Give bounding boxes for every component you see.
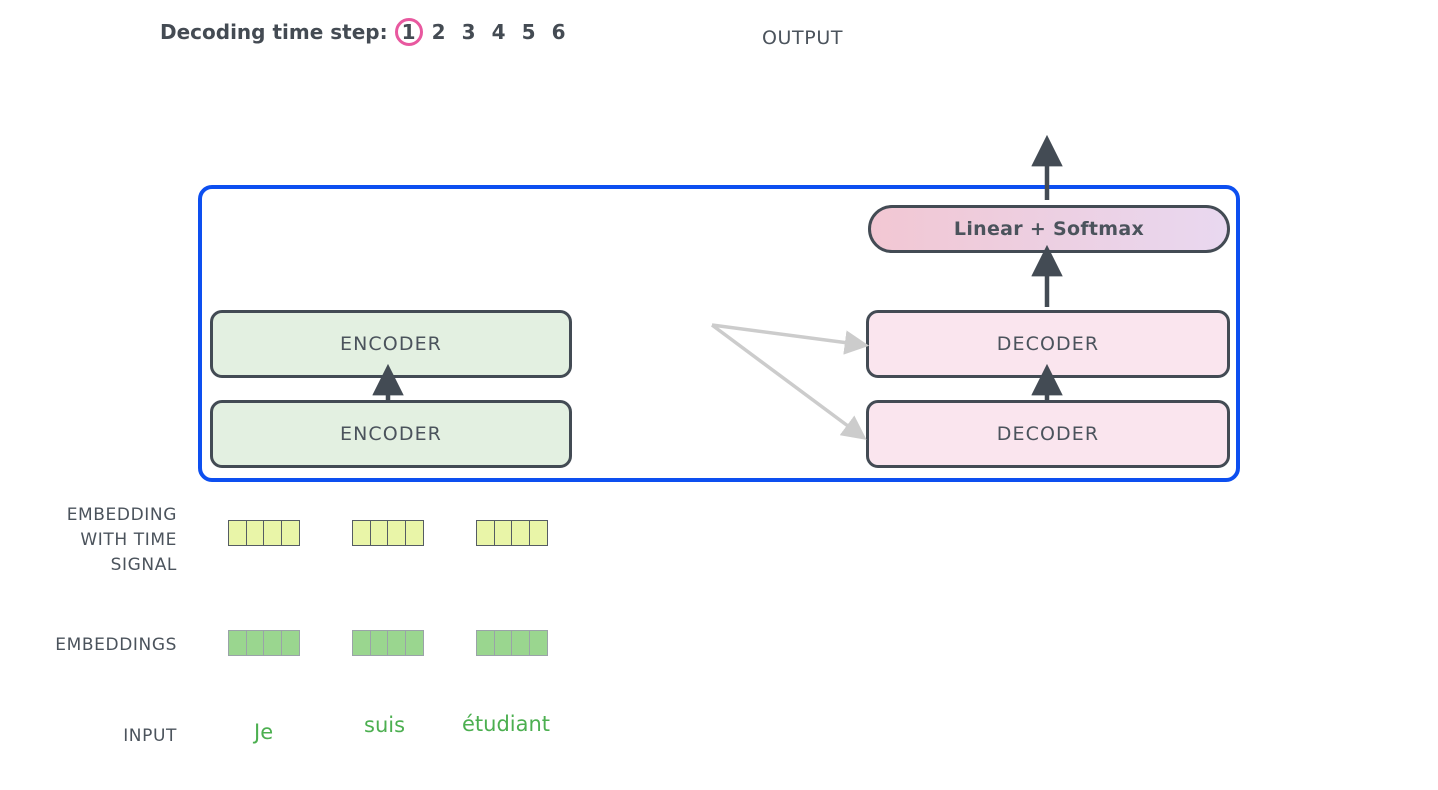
- embedding-with-time-signal-line-3: SIGNAL: [110, 555, 177, 575]
- embedding-cell: [245, 630, 265, 656]
- time-signal-cell: [352, 520, 371, 546]
- time-signal-cell: [387, 520, 406, 546]
- time-signal-cell: [228, 520, 247, 546]
- time-signal-cell: [263, 520, 282, 546]
- embedding-cell: [352, 630, 371, 656]
- embedding-cell: [280, 630, 300, 656]
- input-label: INPUT: [123, 726, 177, 746]
- time-signal-cell: [511, 520, 530, 546]
- timestep-6[interactable]: 6: [551, 20, 566, 44]
- output-label: OUTPUT: [762, 27, 844, 49]
- timestep-2[interactable]: 2: [431, 20, 446, 44]
- timestep-5[interactable]: 5: [521, 20, 536, 44]
- decoding-time-step-label: Decoding time step:: [160, 20, 388, 44]
- timestep-3[interactable]: 3: [461, 20, 476, 44]
- time-signal-cell: [245, 520, 265, 546]
- timestep-1[interactable]: 1: [394, 18, 424, 46]
- time-signal-cell: [493, 520, 513, 546]
- timestep-4[interactable]: 4: [491, 20, 506, 44]
- embedding-with-time-signal-label: EMBEDDING WITH TIME SIGNAL: [0, 503, 177, 578]
- decoder-block-top[interactable]: DECODER: [866, 310, 1230, 378]
- embedding-vector-0: [228, 630, 300, 656]
- embedding-vector-2: [476, 630, 548, 656]
- decoder-block-bottom[interactable]: DECODER: [866, 400, 1230, 468]
- embedding-cell: [528, 630, 548, 656]
- time-signal-cell: [404, 520, 424, 546]
- decoding-time-step-header: Decoding time step: 1 2 3 4 5 6: [160, 18, 574, 46]
- time-signal-vector-1: [352, 520, 424, 546]
- embeddings-label: EMBEDDINGS: [55, 635, 177, 655]
- time-signal-cell: [476, 520, 495, 546]
- encoder-block-bottom[interactable]: ENCODER: [210, 400, 572, 468]
- embedding-cell: [404, 630, 424, 656]
- embedding-cell: [387, 630, 406, 656]
- embedding-with-time-signal-line-2: WITH TIME: [80, 530, 177, 550]
- time-signal-cell: [369, 520, 389, 546]
- embedding-cell: [369, 630, 389, 656]
- embedding-cell: [228, 630, 247, 656]
- embedding-cell: [511, 630, 530, 656]
- input-word-je: Je: [254, 720, 274, 744]
- encoder-block-top[interactable]: ENCODER: [210, 310, 572, 378]
- embedding-cell: [493, 630, 513, 656]
- embedding-cell: [476, 630, 495, 656]
- input-word-etudiant: étudiant: [462, 712, 551, 736]
- time-signal-cell: [528, 520, 548, 546]
- embedding-cell: [263, 630, 282, 656]
- time-signal-cell: [280, 520, 300, 546]
- input-word-suis: suis: [364, 713, 406, 737]
- time-signal-vector-2: [476, 520, 548, 546]
- transformer-model-container: [198, 185, 1240, 482]
- linear-softmax-block[interactable]: Linear + Softmax: [868, 205, 1230, 253]
- embedding-vector-1: [352, 630, 424, 656]
- time-signal-vector-0: [228, 520, 300, 546]
- embedding-with-time-signal-line-1: EMBEDDING: [66, 505, 177, 525]
